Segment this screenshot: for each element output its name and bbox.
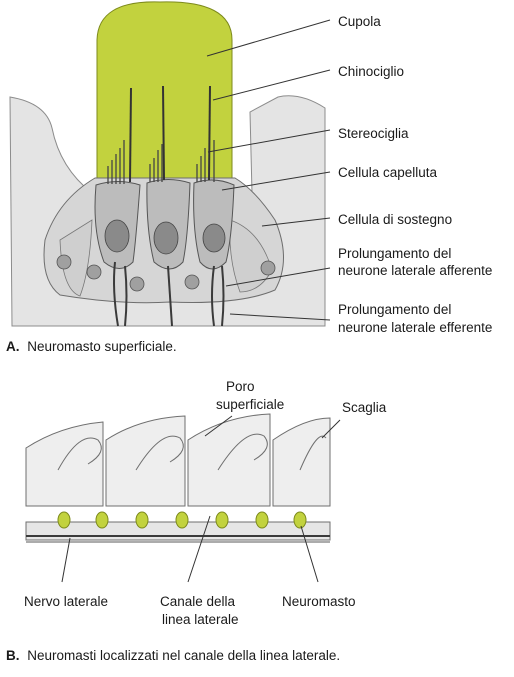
support-nucleus <box>56 254 72 270</box>
panel-b-illustration <box>25 413 341 583</box>
leader-neuromast <box>300 525 319 583</box>
label-canal-line1: Canale della <box>160 594 236 609</box>
label-kinocilium: Chinociglio <box>338 64 404 79</box>
caption-a: A. Neuromasto superficiale. <box>6 339 177 354</box>
support-cell <box>229 219 273 293</box>
caption-b-letter: B. <box>6 648 20 663</box>
leader-scale <box>321 419 341 439</box>
kinocilium <box>129 87 132 183</box>
leader-hair-cell <box>221 171 331 191</box>
leader-afferent <box>225 267 331 287</box>
caption-b-text: Neuromasti localizzati nel canale della … <box>27 648 340 663</box>
label-afferent-line2: neurone laterale afferente <box>338 263 492 278</box>
nerve-fibers <box>113 261 225 327</box>
label-pore-line2: superficiale <box>216 397 284 412</box>
leader-nerve <box>61 537 71 583</box>
leader-stereocilia <box>207 129 331 153</box>
support-nucleus <box>86 264 102 280</box>
label-neuromast: Neuromasto <box>282 594 356 609</box>
leader-cupola <box>206 19 331 57</box>
leader-pore <box>204 415 233 437</box>
leader-canal <box>187 515 211 583</box>
support-nucleus <box>260 260 276 276</box>
scales <box>25 413 331 507</box>
caption-a-letter: A. <box>6 339 20 354</box>
support-nucleus <box>129 276 145 292</box>
label-support-cell: Cellula di sostegno <box>338 212 452 227</box>
label-hair-cell: Cellula capelluta <box>338 165 438 180</box>
label-cupola: Cupola <box>338 14 381 29</box>
leader-support-cell <box>261 217 331 227</box>
label-efferent-line1: Prolungamento del <box>338 302 451 317</box>
canal-neuromasts <box>57 511 307 529</box>
label-canal-line2: linea laterale <box>162 612 239 627</box>
caption-b: B. Neuromasti localizzati nel canale del… <box>6 648 340 663</box>
nucleus <box>153 221 179 255</box>
stereocilia <box>107 140 215 184</box>
label-pore-line1: Poro <box>226 379 255 394</box>
label-stereocilia: Stereociglia <box>338 126 409 141</box>
caption-a-text: Neuromasto superficiale. <box>27 339 176 354</box>
label-scale: Scaglia <box>342 400 387 415</box>
support-nucleus <box>184 274 200 290</box>
panel-a-illustration <box>9 1 331 327</box>
leader-kinocilium <box>212 69 331 101</box>
scale-hooks <box>57 433 327 471</box>
label-efferent-line2: neurone laterale efferente <box>338 320 492 335</box>
nucleus <box>104 219 130 253</box>
kinocilium <box>162 85 165 181</box>
label-nerve: Nervo laterale <box>24 594 108 609</box>
leader-efferent <box>229 313 331 321</box>
kinocilium <box>208 85 211 181</box>
label-afferent-line1: Prolungamento del <box>338 246 451 261</box>
nucleus <box>202 223 226 253</box>
